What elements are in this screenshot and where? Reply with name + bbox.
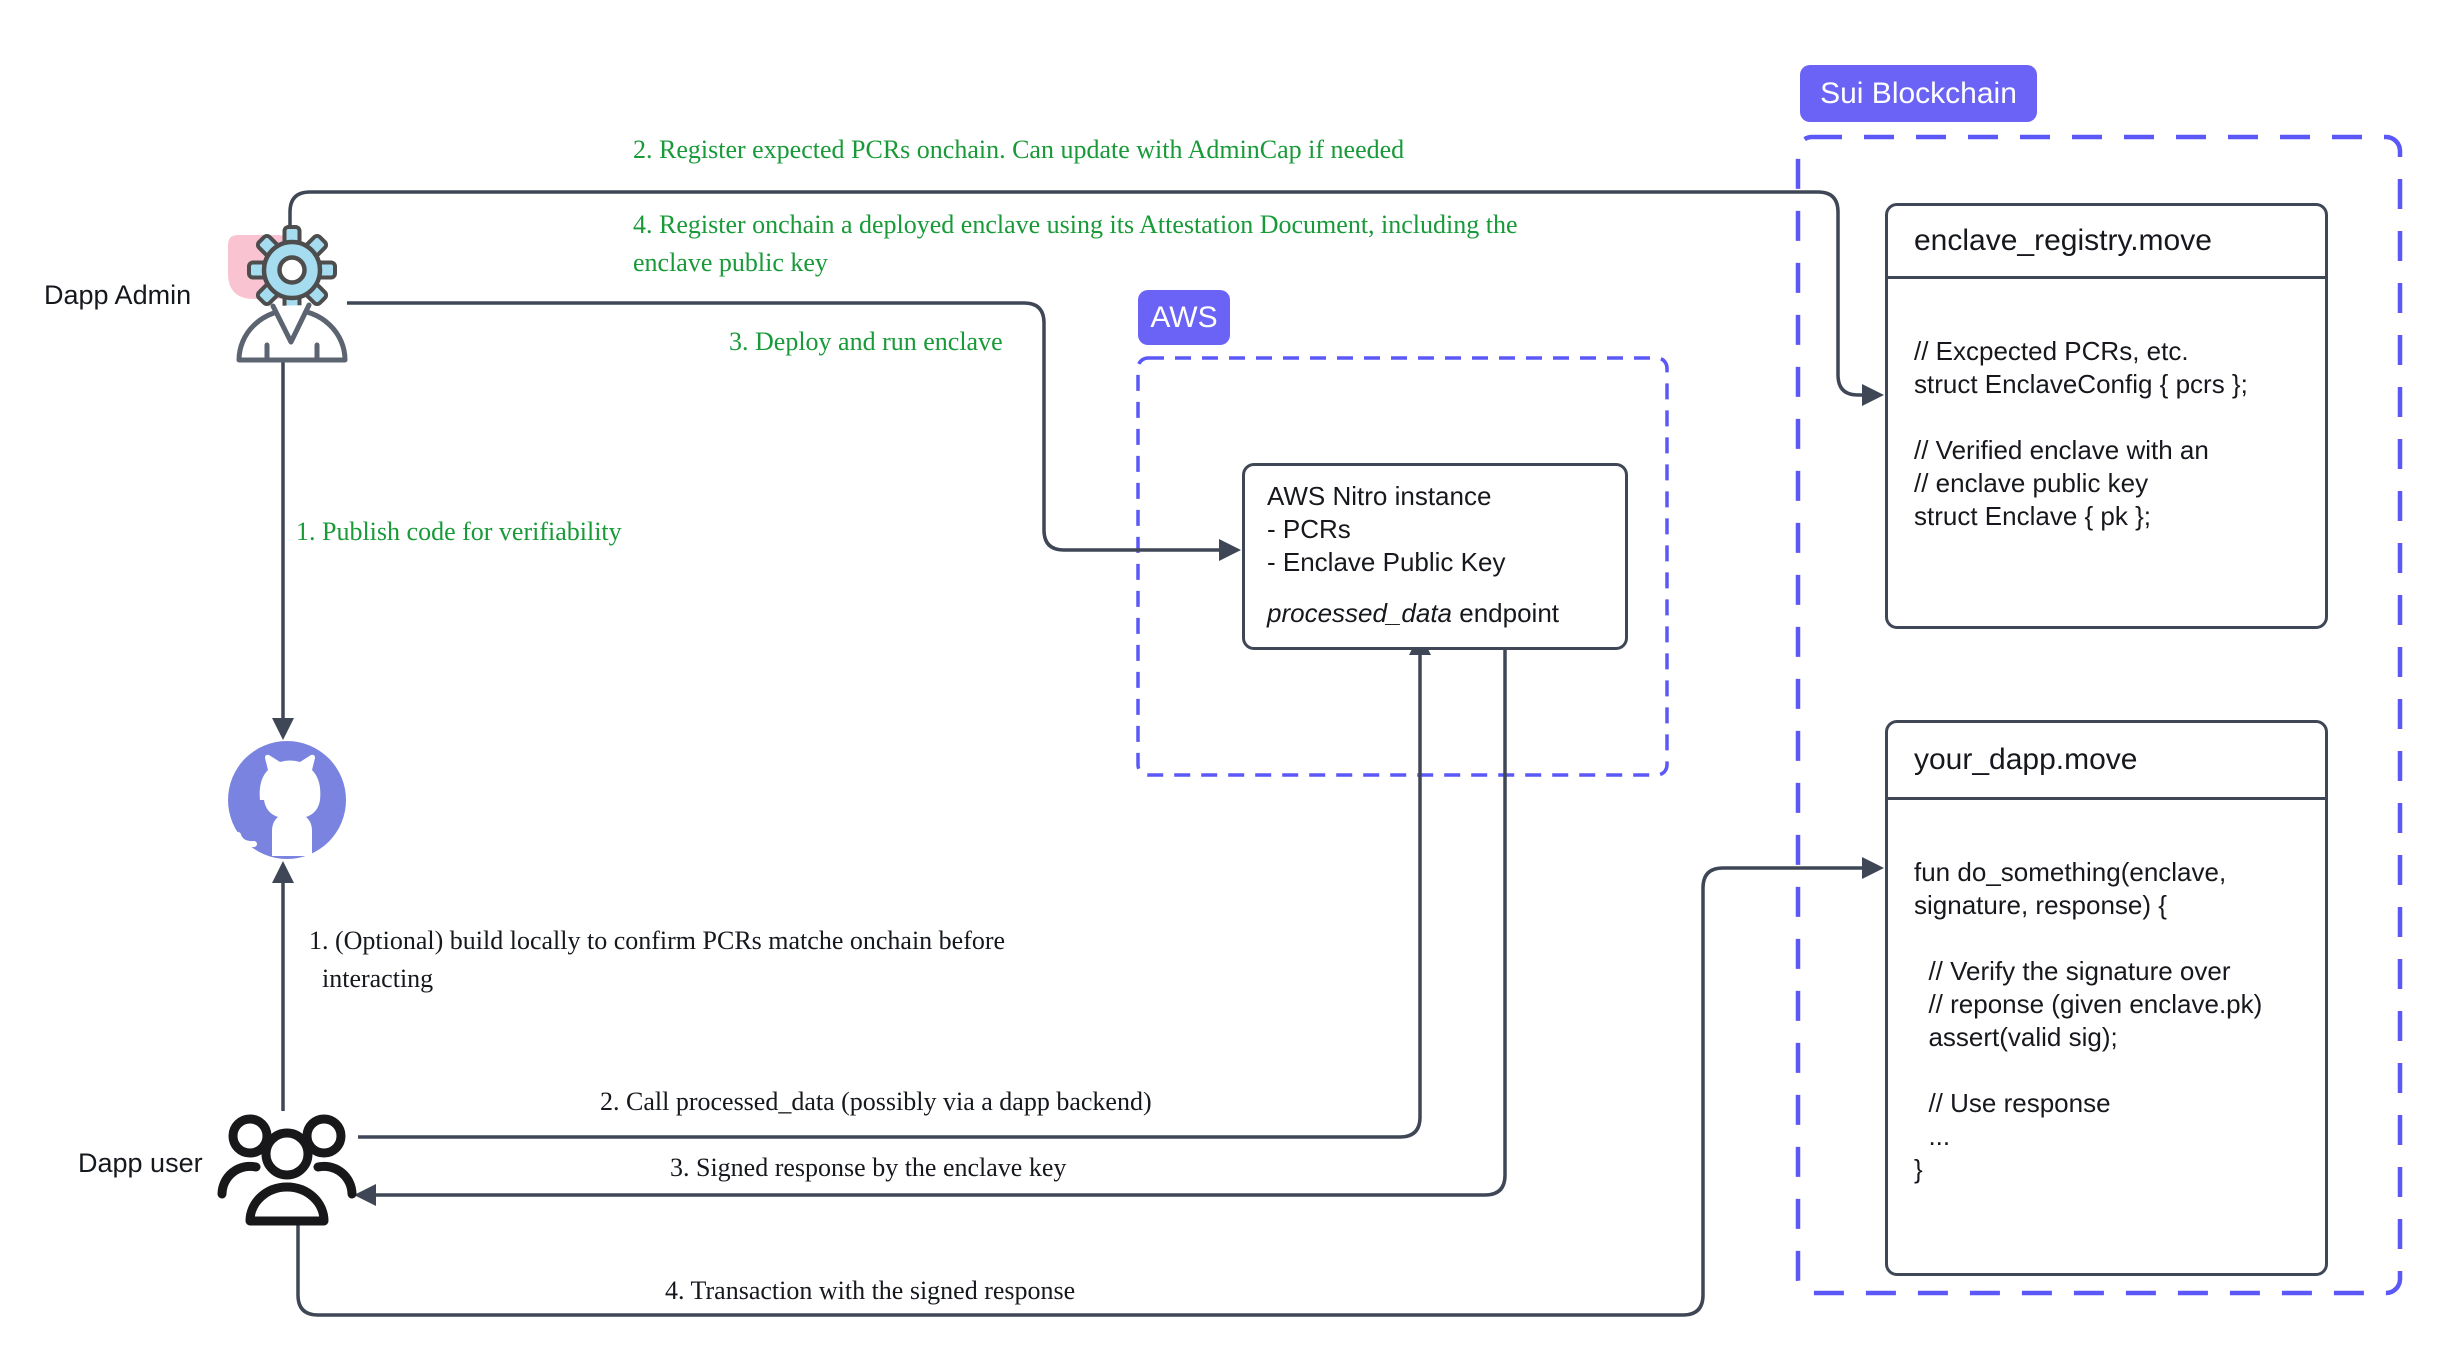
github-octocat-icon <box>228 741 346 859</box>
endpoint-suffix: endpoint <box>1452 598 1560 628</box>
annotation-publish: 1. Publish code for verifiability <box>296 517 622 546</box>
annotation-register-enclave: 4. Register onchain a deployed enclave u… <box>633 210 1518 277</box>
your-dapp-title: your_dapp.move <box>1888 723 2325 800</box>
person-icon <box>236 302 348 363</box>
people-group-icon <box>217 1114 357 1226</box>
aws-badge: AWS <box>1138 290 1230 345</box>
your-dapp-box: your_dapp.move fun do_something(enclave,… <box>1885 720 2328 1276</box>
arrow-left-into-user <box>354 1184 376 1206</box>
sui-blockchain-badge: Sui Blockchain <box>1800 65 2037 122</box>
line-user-transaction <box>296 866 1870 1317</box>
your-dapp-code: fun do_something(enclave, signature, res… <box>1914 857 2263 1184</box>
dapp-admin-label: Dapp Admin <box>44 280 192 310</box>
annotation-register-pcrs: 2. Register expected PCRs onchain. Can u… <box>633 135 1405 164</box>
arrow-into-dapp <box>1862 857 1884 879</box>
arrow-into-nitro <box>1219 539 1241 561</box>
aws-dashed-container <box>1136 356 1669 777</box>
line-user-call <box>358 648 1422 1139</box>
annotation-signed-response: 3. Signed response by the enclave key <box>670 1153 1067 1182</box>
enclave-registry-title: enclave_registry.move <box>1888 206 2325 279</box>
line-admin-register <box>288 190 1870 397</box>
endpoint-name: processed_data <box>1267 598 1453 628</box>
enclave-registry-box: enclave_registry.move // Excpected PCRs,… <box>1885 203 2328 629</box>
connector-lines <box>281 190 1870 1317</box>
annotation-build-locally: 1. (Optional) build locally to confirm P… <box>309 926 1006 993</box>
annotation-deploy: 3. Deploy and run enclave <box>729 327 1003 356</box>
line-admin-deploy <box>347 301 1227 552</box>
enclave-registry-code: // Excpected PCRs, etc. struct EnclaveCo… <box>1914 336 2248 531</box>
gear-icon <box>247 225 337 315</box>
arrow-into-registry <box>1862 384 1884 406</box>
arrow-up-into-github <box>272 861 294 883</box>
aws-nitro-instance-box: AWS Nitro instance - PCRs - Enclave Publ… <box>1242 463 1628 650</box>
nitro-endpoint-line: processed_data endpoint <box>1267 598 1625 629</box>
line-enclave-response <box>370 631 1507 1197</box>
annotation-transaction: 4. Transaction with the signed response <box>665 1276 1076 1305</box>
annotation-call-processed-data: 2. Call processed_data (possibly via a d… <box>600 1087 1152 1116</box>
arrow-down-into-github <box>272 718 294 740</box>
dapp-admin-icon <box>228 225 348 363</box>
sui-dashed-container <box>1795 134 2403 1296</box>
nitro-box-lines: AWS Nitro instance - PCRs - Enclave Publ… <box>1267 481 1506 577</box>
dapp-user-label: Dapp user <box>78 1148 203 1178</box>
